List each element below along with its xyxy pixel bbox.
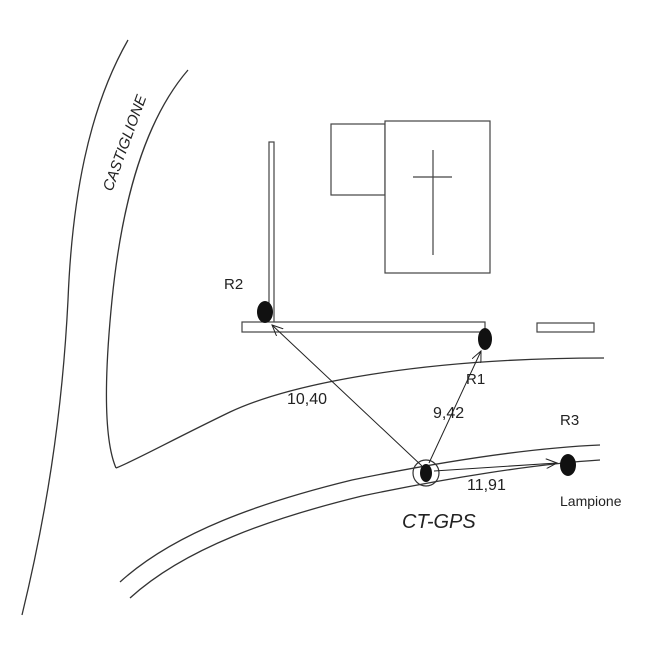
marker-r2 — [257, 301, 273, 323]
r1-label: R1 — [466, 371, 485, 388]
distance-lines — [272, 325, 557, 472]
main-road-lower-edge-1 — [119, 444, 601, 583]
distance-r1-label: 9,42 — [433, 405, 464, 422]
marker-r1 — [478, 328, 492, 350]
castiglione-road-outer-edge — [21, 39, 129, 616]
buildings — [241, 120, 595, 333]
line-to-r2 — [272, 325, 423, 467]
main-road-upper-edge — [115, 357, 605, 469]
main-road-lower-edge-2 — [129, 459, 601, 599]
r3-label: R3 — [560, 412, 579, 429]
church-building — [384, 120, 491, 274]
r2-label: R2 — [224, 276, 243, 293]
horizontal-wall — [241, 321, 486, 333]
marker-station — [420, 464, 432, 482]
roads — [21, 39, 605, 616]
line-to-r1 — [428, 351, 481, 464]
distance-r2-label: 10,40 — [287, 391, 327, 408]
vertical-wall — [268, 141, 275, 327]
small-building — [330, 123, 386, 196]
castiglione-road-inner-edge — [105, 69, 189, 469]
distance-r3-label: 11,91 — [467, 477, 506, 494]
markers — [257, 301, 576, 482]
marker-r3 — [560, 454, 576, 476]
station-label: CT-GPS — [402, 511, 476, 533]
line-to-r3 — [433, 463, 557, 472]
r3-note-label: Lampione — [560, 493, 622, 509]
small-wall — [536, 322, 595, 333]
station-ring — [412, 459, 440, 487]
road-name-label: CASTIGLIONE — [100, 92, 151, 194]
